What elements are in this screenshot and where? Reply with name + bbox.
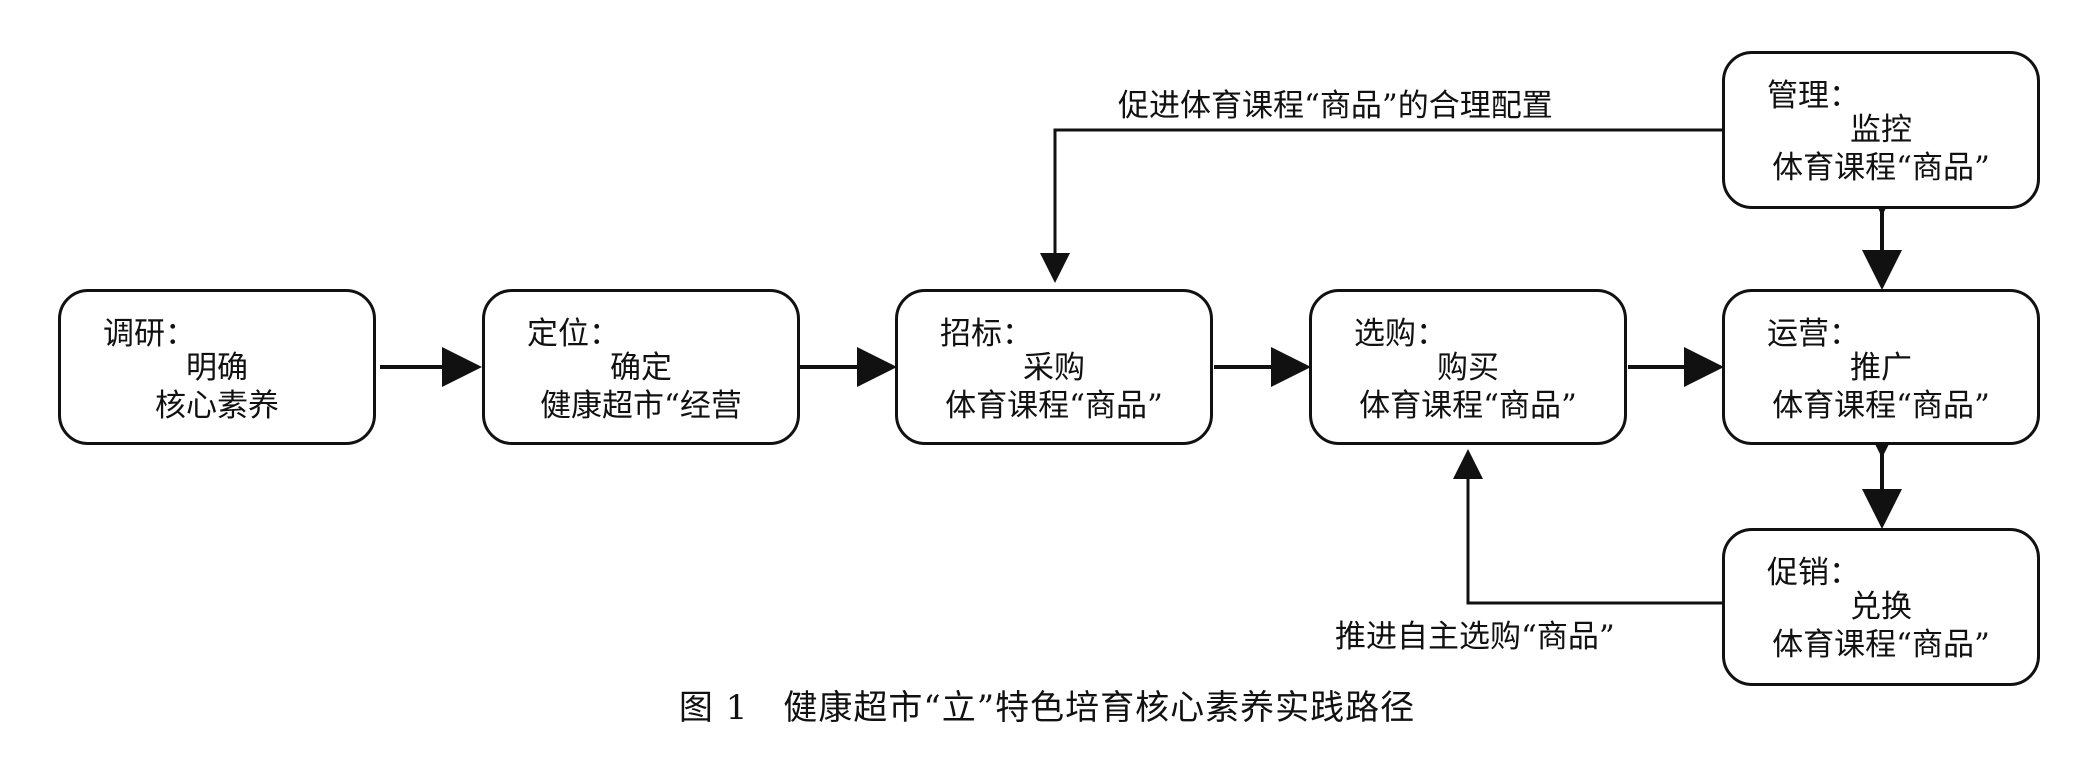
box-manage-line1: 监控 xyxy=(1850,112,1912,148)
feedback-path-promote-to-select xyxy=(1453,449,1722,605)
box-promote-heading: 促销： xyxy=(1767,555,1860,591)
box-manage-heading: 管理： xyxy=(1767,78,1860,114)
box-select-line1: 购买 xyxy=(1437,350,1499,386)
box-promote-line1: 兑换 xyxy=(1850,589,1912,625)
box-operate: 运营： 推广 体育课程“商品” xyxy=(1722,289,2040,445)
box-tender-line1: 采购 xyxy=(1023,350,1085,386)
box-select-line2: 体育课程“商品” xyxy=(1359,388,1577,424)
box-position: 定位： 确定 健康超市“经营 xyxy=(482,289,800,445)
box-research-heading: 调研： xyxy=(103,316,196,352)
box-select-heading: 选购： xyxy=(1354,316,1447,352)
box-operate-line1: 推广 xyxy=(1850,350,1912,386)
box-research-line2: 核心素养 xyxy=(155,388,279,424)
box-position-line2: 健康超市“经营 xyxy=(540,388,742,424)
box-research-line1: 明确 xyxy=(186,350,248,386)
box-select: 选购： 购买 体育课程“商品” xyxy=(1309,289,1627,445)
box-tender: 招标： 采购 体育课程“商品” xyxy=(895,289,1213,445)
box-position-heading: 定位： xyxy=(527,316,620,352)
box-promote: 促销： 兑换 体育课程“商品” xyxy=(1722,528,2040,686)
box-tender-line2: 体育课程“商品” xyxy=(945,388,1163,424)
box-operate-heading: 运营： xyxy=(1767,316,1860,352)
box-position-line1: 确定 xyxy=(610,350,672,386)
box-manage-line2: 体育课程“商品” xyxy=(1772,150,1990,186)
feedback-label-top: 促进体育课程“商品”的合理配置 xyxy=(1118,88,1553,124)
box-research: 调研： 明确 核心素养 xyxy=(58,289,376,445)
feedback-path-manage-to-tender xyxy=(1040,128,1722,283)
box-manage: 管理： 监控 体育课程“商品” xyxy=(1722,51,2040,209)
feedback-label-bottom: 推进自主选购“商品” xyxy=(1335,619,1615,655)
figure-caption: 图 1 健康超市“立”特色培育核心素养实践路径 xyxy=(678,688,1416,728)
box-operate-line2: 体育课程“商品” xyxy=(1772,388,1990,424)
box-promote-line2: 体育课程“商品” xyxy=(1772,627,1990,663)
box-tender-heading: 招标： xyxy=(940,316,1033,352)
